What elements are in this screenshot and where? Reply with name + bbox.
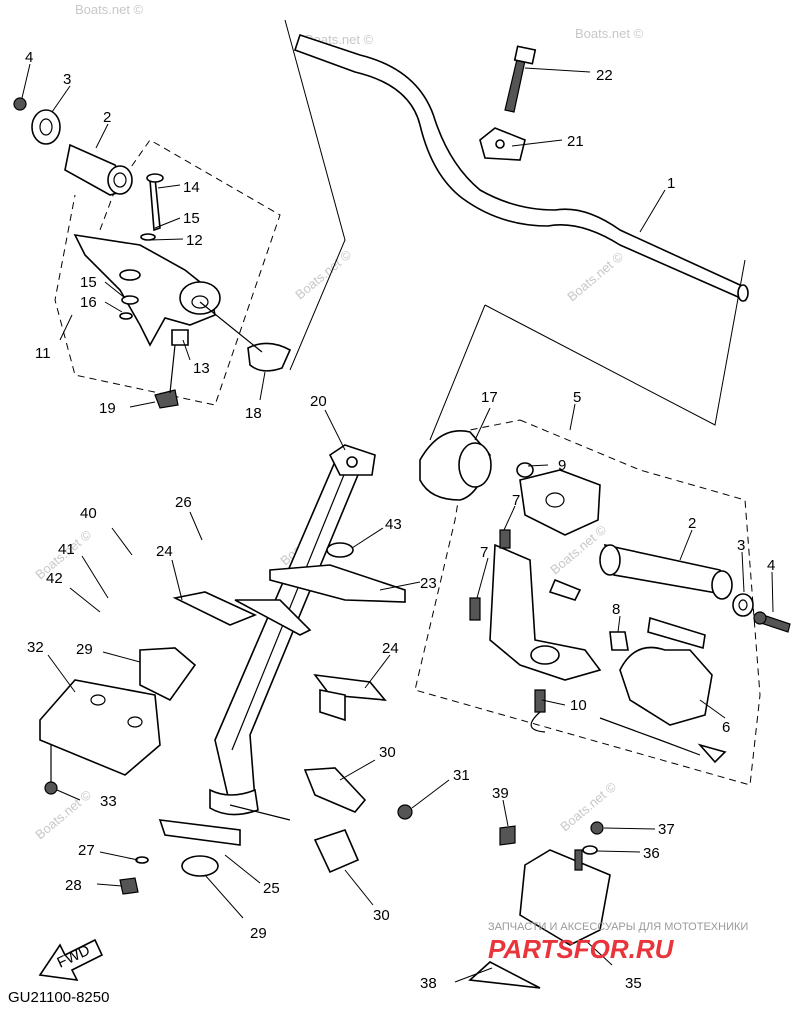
callout-41: 41 xyxy=(58,541,75,558)
site-logo-text: PARTSFOR.RU xyxy=(488,934,675,964)
callout-36: 36 xyxy=(643,845,660,862)
callout-12: 12 xyxy=(186,232,203,249)
callout-7-lower: 7 xyxy=(480,544,488,561)
callouts: 4 3 2 14 15 12 15 16 11 13 19 18 20 22 2… xyxy=(25,49,775,992)
callout-30-upper: 29 xyxy=(76,641,93,658)
callout-27: 27 xyxy=(78,842,95,859)
right-throttle-assembly xyxy=(419,430,791,764)
callout-6: 6 xyxy=(722,719,730,736)
callout-4-right: 4 xyxy=(767,557,775,574)
callout-3-left: 3 xyxy=(63,71,71,88)
callout-23: 23 xyxy=(420,575,437,592)
callout-15-lower: 15 xyxy=(80,274,97,291)
callout-14: 14 xyxy=(183,179,200,196)
callout-32: 31 xyxy=(453,767,470,784)
fwd-arrow: FWD xyxy=(38,938,104,981)
callout-35: 35 xyxy=(625,975,642,992)
watermark-3: Boats.net © xyxy=(575,26,644,41)
assembly-leader-lines xyxy=(284,19,746,441)
site-banner-caption: ЗАПЧАСТИ И АКСЕССУАРЫ ДЛЯ МОТОТЕХНИКИ xyxy=(488,921,748,933)
watermark-1: Boats.net © xyxy=(75,2,144,17)
callout-31: 30 xyxy=(379,744,396,761)
callout-1: 1 xyxy=(667,175,675,192)
watermark-4: Boats.net © xyxy=(292,247,354,303)
callout-2-right: 2 xyxy=(688,515,696,532)
callout-26: 26 xyxy=(175,494,192,511)
callout-4-left: 4 xyxy=(25,49,33,66)
callout-22: 22 xyxy=(596,67,613,84)
callout-9: 9 xyxy=(558,457,566,474)
watermark-10: Boats.net © xyxy=(557,779,619,835)
mid-brackets xyxy=(172,542,406,722)
callout-33: 32 xyxy=(27,639,44,656)
callout-15-upper: 15 xyxy=(183,210,200,227)
callout-2-left: 2 xyxy=(103,109,111,126)
callout-24-right: 24 xyxy=(382,640,399,657)
callout-37: 37 xyxy=(658,821,675,838)
callout-16: 16 xyxy=(80,294,97,311)
callout-7-upper: 7 xyxy=(512,492,520,509)
callout-30-lower: 30 xyxy=(373,907,390,924)
callout-24-left: 24 xyxy=(156,543,173,560)
callout-5: 5 xyxy=(573,389,581,406)
callout-39: 39 xyxy=(492,785,509,802)
starter-relay-group xyxy=(468,821,611,989)
upper-clamps xyxy=(328,45,537,476)
callout-34: 33 xyxy=(100,793,117,810)
diagram-code: GU21100-8250 xyxy=(8,989,109,1006)
callout-8: 8 xyxy=(612,601,620,618)
lower-left-brackets xyxy=(39,647,197,795)
left-lever-bracket xyxy=(73,233,292,409)
steering-column xyxy=(209,448,361,821)
callout-18: 18 xyxy=(245,405,262,422)
callout-20: 20 xyxy=(310,393,327,410)
callout-40: 40 xyxy=(80,505,97,522)
site-banner: ЗАПЧАСТИ И АКСЕССУАРЫ ДЛЯ МОТОТЕХНИКИ PA… xyxy=(488,921,748,964)
callout-17: 17 xyxy=(481,389,498,406)
callout-3-right: 3 xyxy=(737,537,745,554)
callout-19: 19 xyxy=(99,400,116,417)
left-grip-group xyxy=(13,97,164,241)
callout-13: 13 xyxy=(193,360,210,377)
callout-10: 10 xyxy=(570,697,587,714)
callout-43: 43 xyxy=(385,516,402,533)
watermark-8: Boats.net © xyxy=(32,787,94,843)
callout-21: 21 xyxy=(567,133,584,150)
callout-25: 25 xyxy=(263,880,280,897)
handlebar xyxy=(293,33,749,302)
callout-11: 11 xyxy=(35,345,51,362)
callout-28: 28 xyxy=(65,877,82,894)
lower-right-brackets xyxy=(119,767,413,895)
callout-42: 42 xyxy=(46,570,63,587)
callout-leaders xyxy=(21,63,774,983)
watermark-5: Boats.net © xyxy=(564,249,626,305)
callout-29: 29 xyxy=(250,925,267,942)
callout-38: 38 xyxy=(420,975,437,992)
